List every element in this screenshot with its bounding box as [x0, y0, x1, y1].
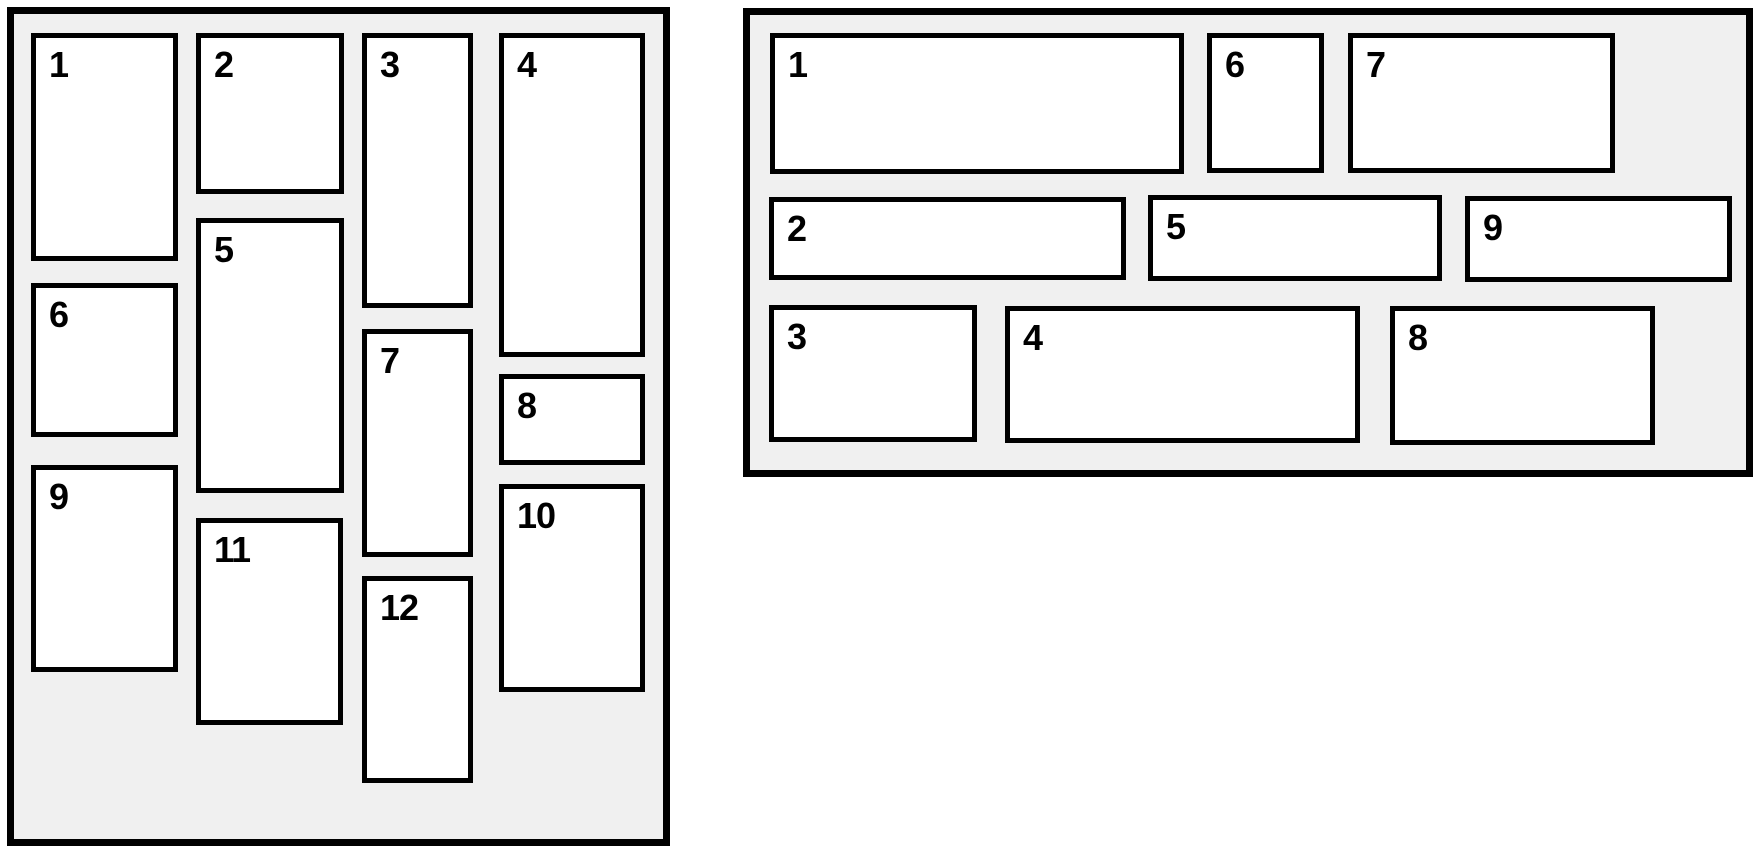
item-number: 11 [214, 529, 251, 570]
masonry-item-5: 5 [196, 218, 344, 493]
masonry-item-8: 8 [499, 374, 645, 465]
masonry-item-6: 6 [31, 283, 178, 437]
item-number: 7 [1366, 44, 1386, 85]
masonry-item-7: 7 [1348, 33, 1615, 173]
item-number: 2 [787, 208, 807, 249]
item-number: 9 [1483, 207, 1503, 248]
masonry-item-12: 12 [362, 576, 473, 783]
masonry-item-7: 7 [362, 329, 473, 557]
masonry-item-11: 11 [196, 518, 343, 725]
item-number: 9 [49, 476, 69, 517]
horizontal-masonry-panel: 1 6 7 2 5 9 3 4 8 [743, 8, 1753, 477]
masonry-item-4: 4 [499, 33, 645, 357]
vertical-masonry-panel: 1 2 3 4 5 6 7 8 9 10 11 [7, 7, 670, 846]
item-number: 4 [517, 44, 537, 85]
item-number: 6 [1225, 44, 1245, 85]
masonry-item-4: 4 [1005, 306, 1360, 443]
item-number: 3 [380, 44, 400, 85]
masonry-item-2: 2 [196, 33, 344, 194]
masonry-item-6: 6 [1207, 33, 1324, 173]
masonry-item-2: 2 [769, 197, 1126, 280]
item-number: 7 [380, 340, 400, 381]
item-number: 5 [1166, 206, 1186, 247]
masonry-item-5: 5 [1148, 195, 1442, 281]
item-number: 12 [380, 587, 419, 628]
item-number: 8 [517, 385, 537, 426]
masonry-item-9: 9 [31, 465, 178, 672]
masonry-item-1: 1 [770, 33, 1184, 174]
masonry-item-8: 8 [1390, 306, 1655, 445]
item-number: 1 [788, 44, 808, 85]
masonry-item-9: 9 [1465, 196, 1732, 282]
masonry-item-1: 1 [31, 33, 178, 261]
item-number: 5 [214, 229, 234, 270]
item-number: 8 [1408, 317, 1428, 358]
item-number: 4 [1023, 317, 1043, 358]
masonry-item-10: 10 [499, 484, 645, 692]
masonry-item-3: 3 [769, 305, 977, 442]
item-number: 3 [787, 316, 807, 357]
masonry-item-3: 3 [362, 33, 473, 308]
item-number: 6 [49, 294, 69, 335]
item-number: 2 [214, 44, 234, 85]
item-number: 1 [49, 44, 69, 85]
item-number: 10 [517, 495, 556, 536]
